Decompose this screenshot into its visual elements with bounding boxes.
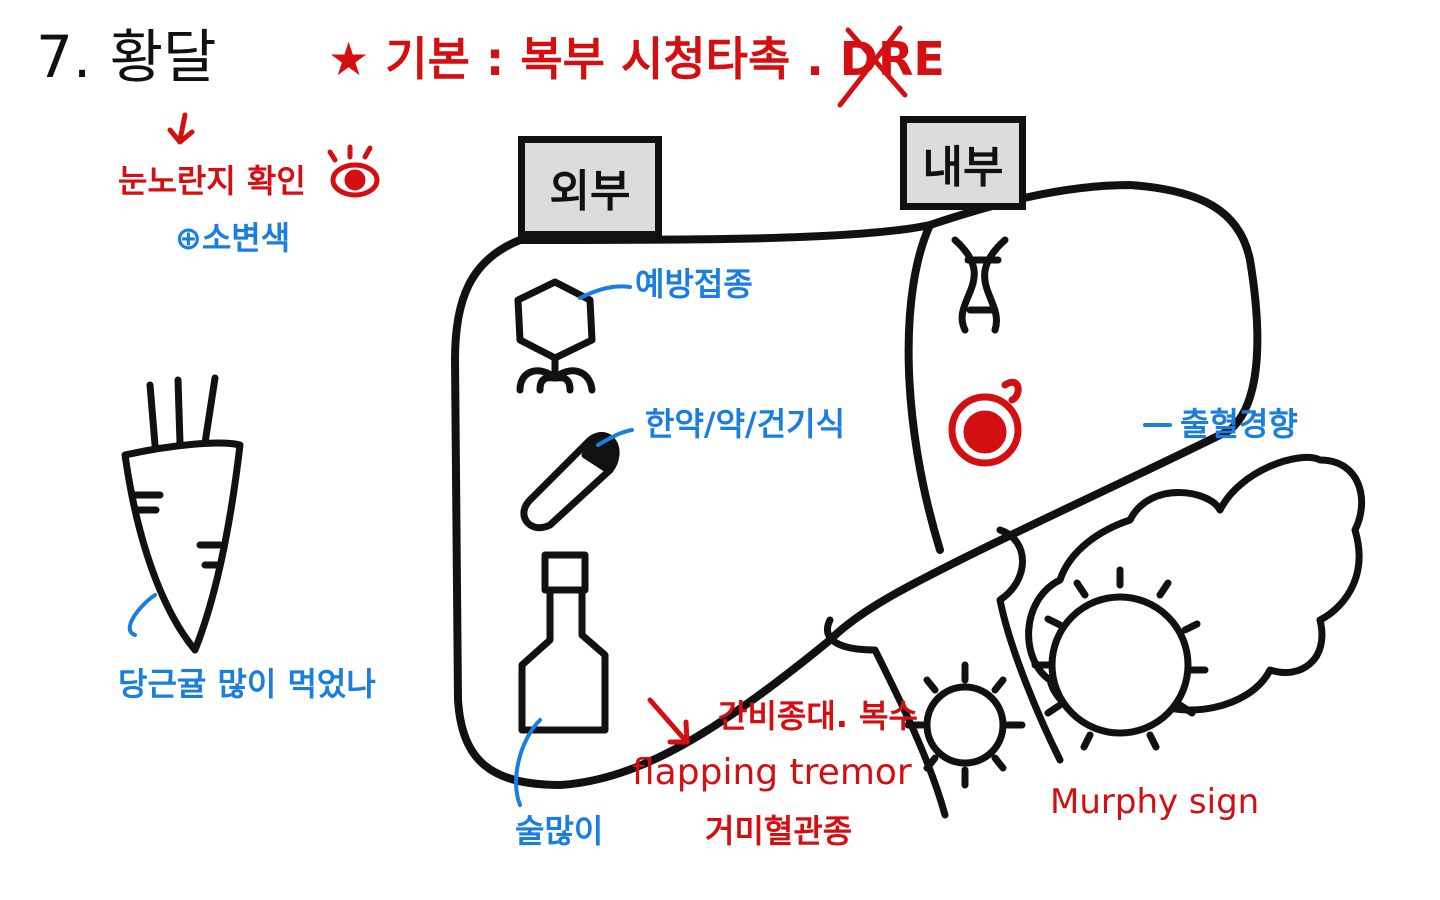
sign-hepatosplenomegaly: 간비종대. 복수 bbox=[718, 697, 918, 735]
internal-item-bleeding: 출혈경향 bbox=[1180, 405, 1298, 443]
carrot-icon bbox=[121, 374, 244, 654]
virus-icon bbox=[514, 278, 596, 394]
bleeding-icon bbox=[948, 378, 1022, 467]
external-item-medication: 한약/약/건기식 bbox=[645, 405, 846, 443]
urine-color-note: ⊕소변색 bbox=[175, 219, 291, 257]
dre-cross-icon bbox=[837, 25, 908, 108]
leader-lines bbox=[127, 284, 1172, 807]
eye-icon bbox=[327, 144, 380, 198]
gallstone-big bbox=[1031, 566, 1209, 751]
carrot-note: 당근귤 많이 먹었나 bbox=[118, 665, 376, 703]
basic-exam-note: ★ 기본 : 복부 시청타촉 . DRE bbox=[328, 36, 945, 82]
internal-header: 내부 bbox=[900, 116, 1026, 210]
external-item-vaccination: 예방접종 bbox=[635, 265, 753, 303]
sign-spider-angioma: 거미혈관종 bbox=[705, 812, 853, 850]
external-item-alcohol: 술많이 bbox=[515, 812, 604, 850]
liver-lobe-divider bbox=[904, 221, 944, 554]
duodenum-outline bbox=[996, 526, 1064, 764]
liver-outline bbox=[451, 181, 1262, 789]
down-arrow-icon bbox=[167, 112, 195, 145]
external-header: 외부 bbox=[518, 136, 662, 238]
page-title: 7. 황달 bbox=[36, 23, 217, 91]
duct-outline bbox=[824, 616, 949, 819]
basic-exam-label: 기본 : 복부 시청타촉 . bbox=[385, 32, 824, 86]
sign-flapping-tremor: flapping tremor bbox=[632, 752, 912, 793]
eye-check-note: 눈노란지 확인 bbox=[118, 162, 306, 200]
pill-icon bbox=[520, 431, 620, 532]
dre-crossed: DRE bbox=[839, 32, 945, 86]
gallstone-small bbox=[904, 661, 1026, 789]
pointer-arrow-icon bbox=[647, 697, 690, 745]
cloud-shape bbox=[1025, 453, 1366, 721]
bottle-icon bbox=[518, 551, 609, 734]
dna-icon bbox=[951, 236, 1009, 334]
star-icon: ★ bbox=[328, 32, 370, 86]
murphy-sign: Murphy sign bbox=[1050, 782, 1260, 822]
